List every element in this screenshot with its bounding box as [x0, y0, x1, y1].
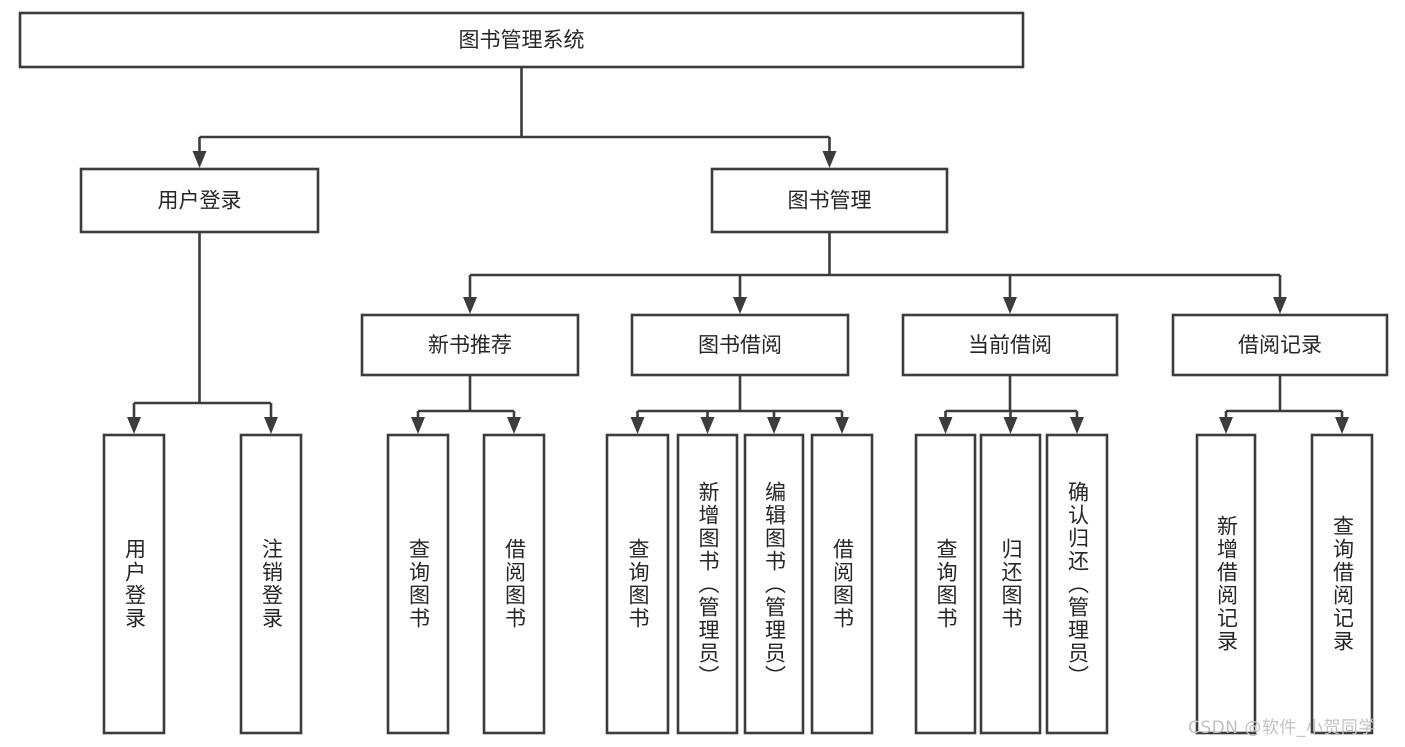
arrow-head-icon: [1070, 417, 1084, 434]
node-l2-0-label: 用户登录: [158, 189, 242, 213]
node-leaf-8-box[interactable]: [914, 433, 977, 735]
node-leaf-9-box[interactable]: [979, 433, 1042, 735]
node-leaf-6-box[interactable]: [743, 433, 805, 735]
node-l2-1-label: 图书管理: [788, 189, 872, 213]
connector-lines: [127, 67, 1349, 434]
watermark-text: CSDN @软件_小贺同学: [1188, 718, 1376, 738]
arrow-head-icon: [767, 417, 781, 434]
node-l3-1-box[interactable]: [630, 313, 850, 377]
arrow-head-icon: [1003, 297, 1017, 314]
arrow-head-icon: [835, 417, 849, 434]
node-l2-0-box[interactable]: [79, 167, 320, 234]
node-leaf-10-box[interactable]: [1045, 433, 1109, 735]
node-l3-3-box[interactable]: [1171, 313, 1389, 377]
node-l3-0-label: 新书推荐: [428, 333, 512, 357]
arrow-head-icon: [938, 417, 953, 434]
node-l3-2-box[interactable]: [901, 313, 1119, 377]
node-leaf-11-box[interactable]: [1195, 433, 1257, 735]
node-leaf-2-box[interactable]: [386, 433, 450, 735]
node-leaf-5-box[interactable]: [676, 433, 739, 735]
arrow-head-icon: [1219, 417, 1233, 434]
node-leaf-0-box[interactable]: [102, 433, 166, 735]
node-l2-1-box[interactable]: [710, 167, 949, 234]
node-leaf-3-box[interactable]: [482, 433, 546, 735]
node-l3-1-label: 图书借阅: [698, 333, 782, 357]
node-l3-2-label: 当前借阅: [968, 333, 1052, 357]
arrow-head-icon: [192, 151, 207, 168]
node-leaf-7-box[interactable]: [810, 433, 874, 735]
node-boxes: [18, 11, 1389, 735]
node-root-box[interactable]: [18, 11, 1025, 69]
arrow-head-icon: [822, 151, 837, 168]
node-l3-0-box[interactable]: [360, 313, 580, 377]
arrow-head-icon: [127, 417, 141, 434]
node-leaf-12-box[interactable]: [1310, 433, 1374, 735]
node-leaf-1-box[interactable]: [239, 433, 303, 735]
node-l3-3-label: 借阅记录: [1238, 333, 1322, 357]
arrow-head-icon: [733, 297, 747, 314]
arrow-head-icon: [630, 417, 645, 434]
arrow-head-icon: [1003, 417, 1018, 434]
node-root-label: 图书管理系统: [459, 28, 585, 52]
arrow-head-icon: [1335, 417, 1349, 434]
arrow-head-icon: [463, 297, 477, 314]
arrow-head-icon: [264, 417, 278, 434]
arrow-head-icon: [1273, 297, 1287, 314]
arrow-head-icon: [700, 417, 715, 434]
arrow-head-icon: [507, 417, 521, 434]
node-leaf-4-box[interactable]: [605, 433, 670, 735]
arrow-head-icon: [411, 417, 425, 434]
